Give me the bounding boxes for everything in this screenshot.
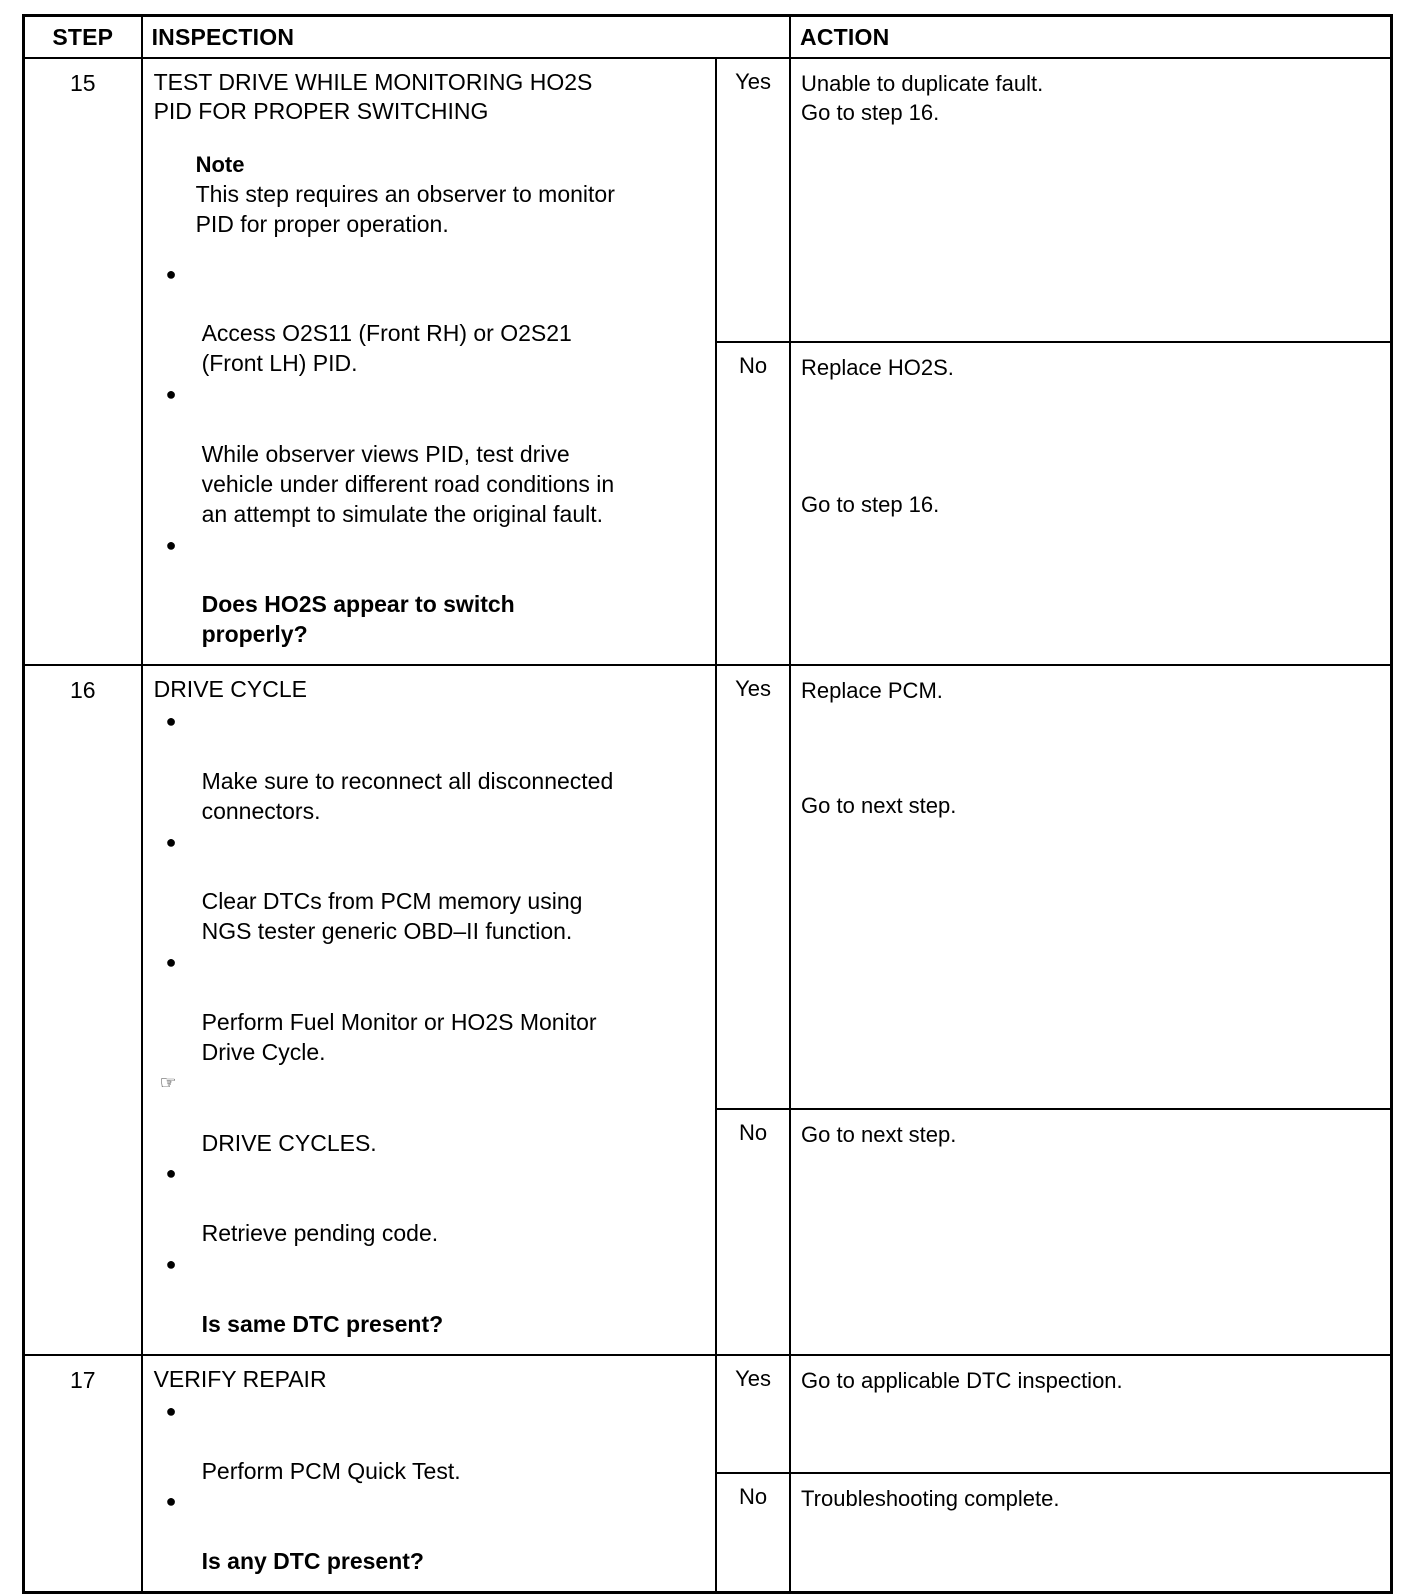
action-text: Go to next step.	[801, 1121, 957, 1147]
bullet-icon: ●	[165, 1163, 177, 1184]
action-cell: Replace HO2S. Go to step 16.	[789, 341, 1393, 667]
list-item: ● Perform Fuel Monitor or HO2S Monitor D…	[154, 948, 705, 1068]
bullet-icon: ●	[165, 1400, 177, 1421]
answer-no: No	[714, 1472, 792, 1594]
answer-yes: Yes	[714, 1353, 792, 1475]
action-cell: Go to next step.	[789, 1107, 1393, 1356]
action-cell: Replace PCM. Go to next step.	[789, 664, 1393, 1110]
inspection-bullet-list: ● Access O2S11 (Front RH) or O2S21 (Fron…	[154, 260, 705, 651]
action-text: Unable to duplicate fault. Go to step 16…	[801, 70, 1044, 125]
inspection-title: TEST DRIVE WHILE MONITORING HO2S PID FOR…	[153, 68, 593, 125]
document-page: STEP INSPECTION ACTION 15 TEST DRIVE WHI…	[22, 14, 1393, 1594]
action-text-secondary: Go to next step.	[801, 793, 957, 819]
list-item: ● Retrieve pending code.	[154, 1159, 705, 1249]
note-block: Note This step requires an observer to m…	[196, 151, 705, 239]
list-item-text: Is same DTC present?	[201, 1310, 444, 1337]
table-row: No Replace HO2S. Go to step 16.	[24, 341, 1393, 667]
table-row: 17 VERIFY REPAIR ● Perform PCM Quick Tes…	[22, 1353, 1393, 1594]
list-item-cross-reference: ☞ DRIVE CYCLES.	[154, 1069, 705, 1159]
action-cell: Go to applicable DTC inspection.	[789, 1353, 1393, 1475]
bullet-icon: ●	[165, 1254, 177, 1275]
bullet-icon: ●	[165, 831, 177, 852]
list-item: ● Is any DTC present?	[154, 1487, 705, 1577]
list-item-text: Is any DTC present?	[201, 1548, 424, 1575]
inspection-bullet-list: ● Perform PCM Quick Test. ● Is any DTC p…	[154, 1397, 705, 1577]
inspection-title: DRIVE CYCLE	[153, 676, 307, 703]
table-row: 16 DRIVE CYCLE ● Make sure to reconnect …	[22, 664, 1393, 1356]
column-header-inspection: INSPECTION	[140, 14, 792, 59]
column-header-action: ACTION	[789, 14, 1393, 59]
action-text: Replace HO2S.	[801, 355, 954, 381]
action-text: Troubleshooting complete.	[801, 1486, 1060, 1512]
list-item-text: Make sure to reconnect all disconnected …	[201, 767, 614, 824]
bullet-icon: ●	[165, 711, 177, 732]
list-item: ● Access O2S11 (Front RH) or O2S21 (Fron…	[154, 260, 705, 380]
bullet-icon: ●	[165, 263, 177, 284]
list-item: ● Perform PCM Quick Test.	[154, 1397, 705, 1487]
action-text: Replace PCM.	[801, 678, 943, 704]
action-cell: Troubleshooting complete.	[789, 1472, 1393, 1594]
inspection-bullet-list: ● Make sure to reconnect all disconnecte…	[154, 707, 705, 1340]
bullet-icon: ●	[165, 384, 177, 405]
list-item: ● Clear DTCs from PCM memory using NGS t…	[154, 828, 705, 948]
inspection-title: VERIFY REPAIR	[153, 1365, 327, 1392]
list-item-text: Does HO2S appear to switch properly?	[201, 591, 515, 648]
column-header-step: STEP	[22, 14, 143, 59]
list-item-text: While observer views PID, test drive veh…	[201, 441, 615, 527]
step-number: 15	[22, 56, 143, 667]
inspection-cell: DRIVE CYCLE ● Make sure to reconnect all…	[140, 664, 717, 1356]
list-item-text: Perform PCM Quick Test.	[201, 1457, 461, 1484]
inspection-cell: VERIFY REPAIR ● Perform PCM Quick Test. …	[140, 1353, 717, 1594]
note-heading: Note	[195, 152, 245, 178]
pointing-hand-icon: ☞	[159, 1072, 177, 1094]
list-item: ● While observer views PID, test drive v…	[154, 380, 705, 529]
note-text: This step requires an observer to monito…	[195, 180, 615, 237]
list-item: ● Make sure to reconnect all disconnecte…	[154, 707, 705, 827]
answer-yes: Yes	[714, 56, 792, 344]
list-item-text: Perform Fuel Monitor or HO2S Monitor Dri…	[201, 1009, 597, 1065]
step-number: 17	[22, 1353, 143, 1594]
table-header-row: STEP INSPECTION ACTION	[22, 14, 1393, 59]
answer-yes: Yes	[714, 664, 792, 1110]
list-item-text: DRIVE CYCLES.	[201, 1129, 377, 1156]
list-item: ● Does HO2S appear to switch properly?	[154, 531, 705, 651]
list-item: ● Is same DTC present?	[154, 1250, 705, 1340]
list-item-text: Retrieve pending code.	[201, 1220, 439, 1247]
action-text-secondary: Go to step 16.	[801, 492, 940, 518]
action-cell: Unable to duplicate fault. Go to step 16…	[789, 56, 1393, 344]
step-number: 16	[22, 664, 143, 1356]
troubleshooting-table: STEP INSPECTION ACTION 15 TEST DRIVE WHI…	[22, 14, 1393, 1594]
list-item-text: Access O2S11 (Front RH) or O2S21 (Front …	[201, 320, 572, 377]
answer-no: No	[714, 1107, 792, 1356]
table-row: 15 TEST DRIVE WHILE MONITORING HO2S PID …	[22, 56, 1393, 667]
bullet-icon: ●	[165, 952, 177, 973]
answer-no: No	[714, 341, 792, 667]
action-text: Go to applicable DTC inspection.	[801, 1367, 1123, 1393]
bullet-icon: ●	[165, 1491, 177, 1512]
inspection-cell: TEST DRIVE WHILE MONITORING HO2S PID FOR…	[140, 56, 717, 667]
bullet-icon: ●	[165, 534, 177, 555]
